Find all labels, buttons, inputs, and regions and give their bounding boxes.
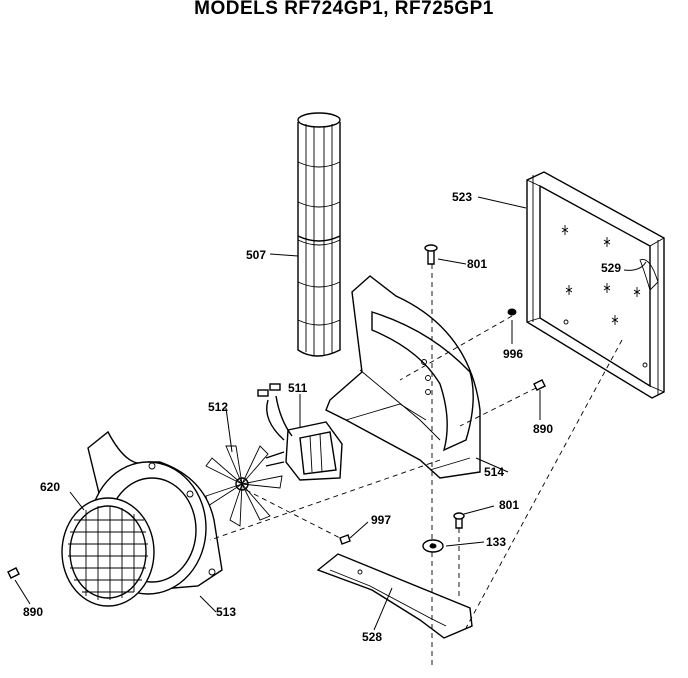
- callout-890-right: 890: [533, 422, 553, 436]
- grille-620: [61, 497, 155, 607]
- callout-528: 528: [362, 630, 382, 644]
- callout-890-left: 890: [23, 605, 43, 619]
- panel-523: [526, 171, 665, 399]
- callout-529: 529: [601, 261, 621, 275]
- fan-blade-512: [205, 445, 283, 527]
- callout-labels: 523 529 507 801 996 511 512 890 514 620 …: [23, 190, 621, 644]
- callout-801-mid: 801: [499, 498, 519, 512]
- callout-513: 513: [216, 605, 236, 619]
- diagram-title: MODELS RF724GP1, RF725GP1: [194, 0, 494, 19]
- callout-507: 507: [246, 248, 266, 262]
- callout-512: 512: [208, 400, 228, 414]
- callout-523: 523: [452, 190, 472, 204]
- callout-996: 996: [503, 347, 523, 361]
- motor-511: [257, 383, 343, 481]
- mounting-plate-528: [316, 553, 473, 639]
- leader-lines: [14, 196, 647, 631]
- callout-514: 514: [484, 465, 504, 479]
- motor-bracket-514: [325, 275, 481, 479]
- blower-wheel-507: [297, 112, 341, 357]
- callout-801-top: 801: [467, 257, 487, 271]
- assembly-lines: [209, 264, 623, 668]
- hardware: [7, 244, 546, 579]
- callout-620: 620: [40, 480, 60, 494]
- callout-997: 997: [371, 513, 391, 527]
- callout-511: 511: [288, 381, 308, 395]
- callout-133: 133: [486, 535, 506, 549]
